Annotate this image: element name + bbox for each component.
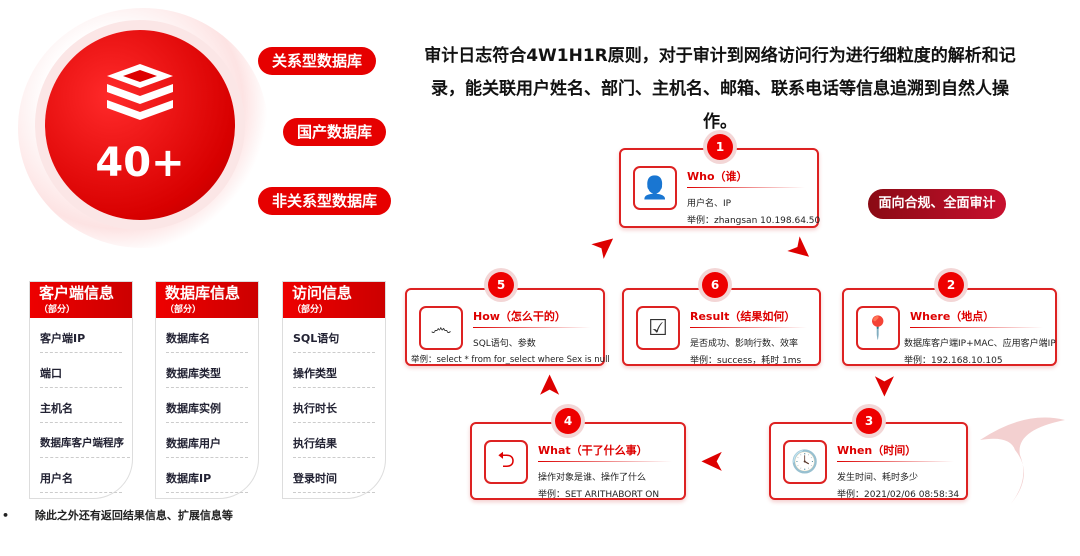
card-desc: 数据库客户端IP+MAC、应用客户端IP — [904, 339, 1056, 349]
column-sub: （部分） — [292, 305, 329, 315]
footnote: • 除此之外还有返回结果信息、扩展信息等 — [0, 507, 233, 523]
arrow-icon: ➤ — [779, 228, 822, 271]
calendar-check-icon: ☑ — [636, 306, 680, 350]
fingerprint-icon: ෴ — [419, 306, 463, 350]
step-number: 2 — [938, 272, 964, 298]
list-item: 数据库IP — [166, 458, 248, 493]
compliance-badge: 面向合规、全面审计 — [868, 189, 1006, 219]
list-item: 执行结果 — [293, 423, 375, 458]
card-what: ⮌ What（干了什么事） 操作对象是谁、操作了什么 举例：SET ARITHA… — [470, 422, 686, 500]
footnote-text: 除此之外还有返回结果信息、扩展信息等 — [34, 509, 233, 522]
card-where: 📍 Where（地点） 数据库客户端IP+MAC、应用客户端IP 举例：192.… — [842, 288, 1057, 366]
arrow-icon: ➤ — [700, 444, 726, 479]
arrow-icon: ➤ — [532, 372, 568, 399]
card-desc: 是否成功、影响行数、效率 — [690, 339, 799, 349]
card-who: 👤 Who（谁） 用户名、IP 举例：zhangsan 10.198.64.50 — [619, 148, 821, 228]
arrow-icon: ➤ — [583, 224, 626, 267]
column-title: 访问信息 — [292, 284, 353, 302]
list-item: 端口 — [40, 353, 122, 388]
card-desc: 用户名、IP — [687, 199, 732, 209]
card-desc: SQL语句、参数 — [473, 339, 536, 349]
column-title: 数据库信息 — [165, 284, 241, 302]
card-result: ☑ Result（结果如何） 是否成功、影响行数、效率 举例：success，耗… — [622, 288, 821, 366]
column-title: 客户端信息 — [39, 284, 115, 302]
card-example: 举例：select * from for_select where Sex is… — [411, 355, 610, 365]
intro-text: 审计日志符合4W1H1R原则，对于审计到网络访问行为进行细粒度的解析和记录，能关… — [424, 46, 1016, 132]
card-example: 举例：2021/02/06 08:58:34 — [837, 490, 960, 500]
card-title: How（怎么干的） — [473, 310, 566, 323]
card-title: What（干了什么事） — [538, 444, 648, 457]
card-title: Where（地点） — [910, 310, 995, 323]
card-desc: 操作对象是谁、操作了什么 — [538, 473, 647, 483]
step-number: 6 — [702, 272, 728, 298]
db-count: 40+ — [95, 140, 185, 186]
return-icon: ⮌ — [484, 440, 528, 484]
column-sub: （部分） — [165, 305, 202, 315]
card-title: Who（谁） — [687, 170, 748, 183]
bullet: • — [2, 509, 10, 522]
db-type-domestic: 国产数据库 — [283, 118, 387, 146]
column-sub: （部分） — [39, 305, 76, 315]
step-number: 5 — [488, 272, 514, 298]
list-item: 操作类型 — [293, 353, 375, 388]
location-pin-icon: 📍 — [856, 306, 900, 350]
database-stack-icon — [105, 62, 175, 122]
hero-circle — [45, 30, 235, 220]
card-example: 举例：SET ARITHABORT ON — [538, 490, 660, 500]
list-item: SQL语句 — [293, 318, 375, 353]
arrow-icon: ➤ — [867, 372, 903, 399]
card-example: 举例：192.168.10.105 — [904, 356, 1003, 366]
list-item: 用户名 — [40, 458, 122, 493]
list-item: 数据库实例 — [166, 388, 248, 423]
client-info-column: 客户端信息 （部分） 客户端IP 端口 主机名 数据库客户端程序 用户名 — [29, 281, 133, 499]
decorative-swoosh — [975, 410, 1075, 510]
list-item: 执行时长 — [293, 388, 375, 423]
access-info-column: 访问信息 （部分） SQL语句 操作类型 执行时长 执行结果 登录时间 — [282, 281, 386, 499]
list-item: 数据库类型 — [166, 353, 248, 388]
list-item: 数据库客户端程序 — [40, 423, 130, 458]
card-example: 举例：success，耗时 1ms — [690, 356, 802, 366]
step-number: 1 — [707, 134, 733, 160]
list-item: 数据库用户 — [166, 423, 248, 458]
list-item: 客户端IP — [40, 318, 122, 353]
card-how: ෴ How（怎么干的） SQL语句、参数 举例：select * from fo… — [405, 288, 610, 366]
step-number: 4 — [555, 408, 581, 434]
clock-icon: 🕓 — [783, 440, 827, 484]
list-item: 主机名 — [40, 388, 122, 423]
list-item: 数据库名 — [166, 318, 248, 353]
card-example: 举例：zhangsan 10.198.64.50 — [687, 216, 821, 226]
card-desc: 发生时间、耗时多少 — [837, 473, 919, 483]
card-title: When（时间） — [837, 444, 917, 457]
list-item: 登录时间 — [293, 458, 375, 493]
step-number: 3 — [856, 408, 882, 434]
user-plus-icon: 👤 — [633, 166, 677, 210]
db-type-nosql: 非关系型数据库 — [258, 187, 392, 215]
db-type-relational: 关系型数据库 — [258, 47, 377, 75]
card-when: 🕓 When（时间） 发生时间、耗时多少 举例：2021/02/06 08:58… — [769, 422, 968, 500]
card-title: Result（结果如何） — [690, 310, 796, 323]
db-info-column: 数据库信息 （部分） 数据库名 数据库类型 数据库实例 数据库用户 数据库IP — [155, 281, 259, 499]
